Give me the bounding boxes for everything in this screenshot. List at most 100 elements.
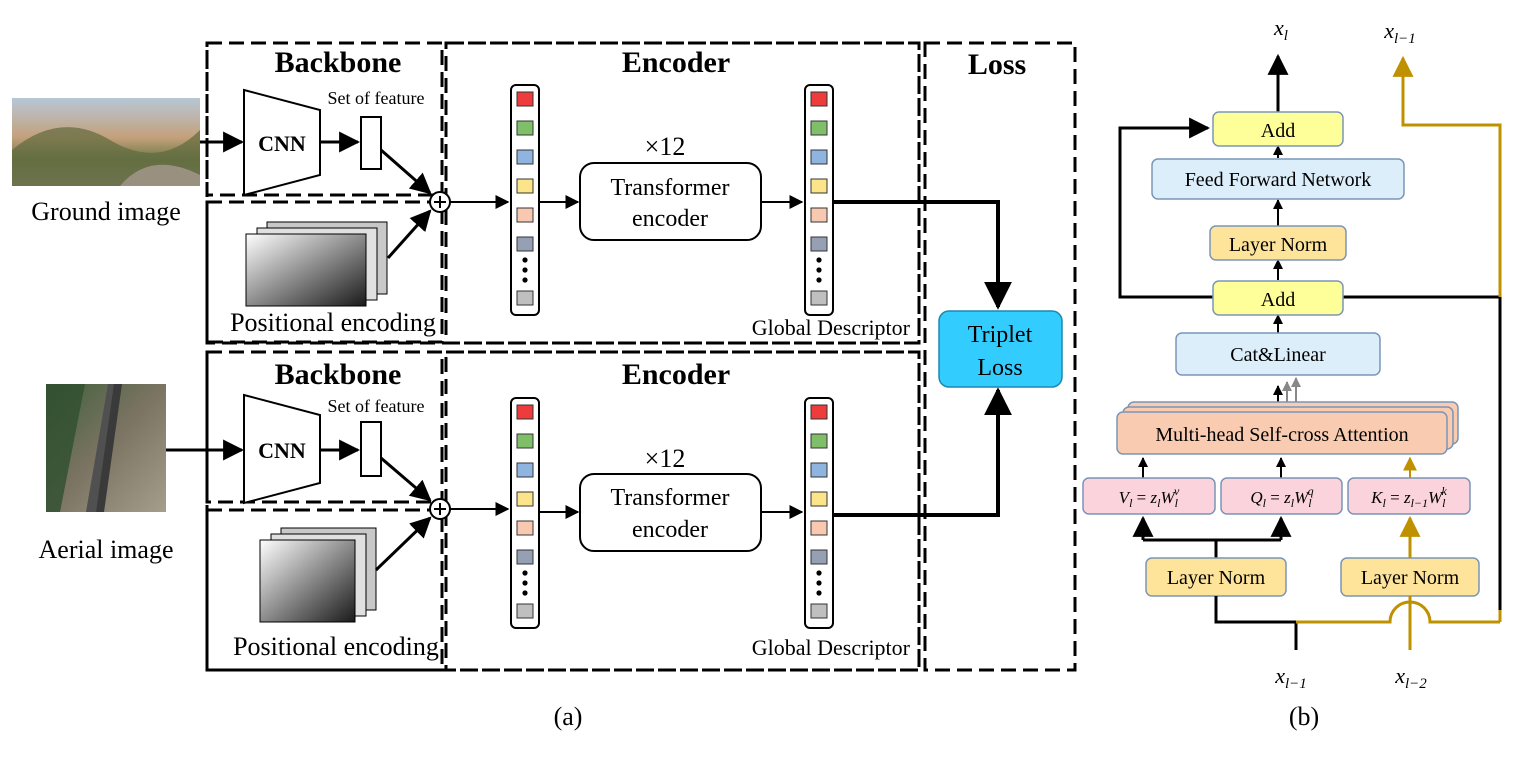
backbone-title-2: Backbone xyxy=(275,358,402,391)
token-square xyxy=(810,491,828,507)
descriptor-squares-1 xyxy=(810,91,828,306)
aerial-stream: Backbone Encoder Aerial image CNN Set of… xyxy=(39,350,1012,672)
loss-title: Loss xyxy=(968,48,1026,81)
v-eq-box xyxy=(1082,477,1216,515)
k-eq-label: Kl = zl−1Wlk xyxy=(1370,484,1447,510)
k-eq-box xyxy=(1347,477,1471,515)
transformer-line2-1: encoder xyxy=(632,206,708,232)
token-square xyxy=(516,178,534,194)
cnn-block-2 xyxy=(243,393,321,505)
pe-label-2: Positional encoding xyxy=(233,632,439,661)
token-square xyxy=(516,207,534,223)
triplet-line2: Loss xyxy=(977,355,1022,381)
token-squares-2 xyxy=(516,404,534,619)
token-square xyxy=(516,603,534,619)
transformer-line2-2: encoder xyxy=(632,517,708,543)
add-top-box xyxy=(1212,111,1344,147)
token-square xyxy=(516,520,534,536)
mhsa-label: Multi-head Self-cross Attention xyxy=(1155,424,1408,446)
descriptor-squares-2 xyxy=(810,404,828,619)
input-side-label: xl−2 xyxy=(1394,663,1427,692)
triplet-line1: Triplet xyxy=(968,322,1033,348)
norm-top-box xyxy=(1209,225,1347,261)
triplet-loss-box xyxy=(938,310,1063,388)
q-eq-box xyxy=(1220,477,1343,515)
token-squares-1 xyxy=(516,91,534,306)
pe-label-1: Positional encoding xyxy=(230,308,436,337)
repeat-label-1: ×12 xyxy=(645,132,686,161)
v-eq-label: Vl = zlWlv xyxy=(1119,484,1180,510)
feature-rect-2 xyxy=(360,421,382,477)
add-mid-box xyxy=(1212,280,1344,316)
transformer-line1-1: Transformer xyxy=(610,175,729,201)
feature-label-1: Set of feature xyxy=(328,88,425,108)
add-mid-label: Add xyxy=(1261,289,1295,311)
token-square xyxy=(516,549,534,565)
pe-stack-2 xyxy=(259,527,377,623)
token-column-1 xyxy=(510,84,540,316)
descriptor-label-1: Global Descriptor xyxy=(752,315,911,340)
ffn-label: Feed Forward Network xyxy=(1185,169,1372,191)
repeat-label-2: ×12 xyxy=(645,444,686,473)
token-square xyxy=(516,462,534,478)
token-square xyxy=(516,433,534,449)
input-main-label: xl−1 xyxy=(1274,663,1307,692)
loss-section: Loss Triplet Loss xyxy=(923,41,1077,672)
token-square xyxy=(810,149,828,165)
token-square xyxy=(516,404,534,420)
ground-stream: Backbone Encoder Ground image CNN Set of… xyxy=(12,41,1012,345)
token-square xyxy=(516,236,534,252)
token-square xyxy=(810,549,828,565)
sum-node-2 xyxy=(429,498,451,520)
cnn-label-1: CNN xyxy=(258,131,306,156)
positional-box-2 xyxy=(205,508,444,672)
token-square xyxy=(516,491,534,507)
token-square xyxy=(810,120,828,136)
cat-linear-box xyxy=(1175,332,1381,376)
panel-b: xl xl−1 Add Feed Forward Network Layer N… xyxy=(1082,15,1502,731)
token-square xyxy=(810,236,828,252)
token-square xyxy=(516,149,534,165)
token-square xyxy=(810,207,828,223)
cnn-block-1 xyxy=(243,88,321,197)
token-square xyxy=(810,178,828,194)
feature-rect-1 xyxy=(360,116,382,170)
output-side-label: xl−1 xyxy=(1383,18,1416,47)
ground-image-label: Ground image xyxy=(31,197,180,226)
norm-top-label: Layer Norm xyxy=(1229,234,1328,256)
descriptor-label-2: Global Descriptor xyxy=(752,635,911,660)
sum-node-1 xyxy=(429,191,451,213)
encoder-title-1: Encoder xyxy=(622,46,730,79)
norm-right-label: Layer Norm xyxy=(1361,567,1460,589)
token-square xyxy=(810,91,828,107)
aerial-image xyxy=(46,384,166,512)
token-square xyxy=(810,404,828,420)
add-top-label: Add xyxy=(1261,120,1295,142)
ffn-box xyxy=(1151,158,1405,200)
token-square xyxy=(810,462,828,478)
loss-box xyxy=(923,41,1077,672)
cnn-label-2: CNN xyxy=(258,438,306,463)
norm-left-label: Layer Norm xyxy=(1167,567,1266,589)
token-square xyxy=(810,290,828,306)
aerial-image-label: Aerial image xyxy=(39,535,174,564)
backbone-title-1: Backbone xyxy=(275,46,402,79)
caption-b: (b) xyxy=(1289,702,1319,731)
token-square xyxy=(516,120,534,136)
token-square xyxy=(810,433,828,449)
feature-label-2: Set of feature xyxy=(328,396,425,416)
pe-stack-1 xyxy=(245,221,388,307)
cat-linear-label: Cat&Linear xyxy=(1230,344,1326,366)
encoder-title-2: Encoder xyxy=(622,358,730,391)
token-square xyxy=(810,520,828,536)
ground-image xyxy=(12,98,200,186)
output-main-label: xl xyxy=(1273,15,1288,44)
q-eq-label: Ql = zlWlq xyxy=(1250,484,1313,510)
token-square xyxy=(516,290,534,306)
token-square xyxy=(516,91,534,107)
mhsa-box xyxy=(1116,411,1448,455)
caption-a: (a) xyxy=(554,702,583,731)
token-square xyxy=(810,603,828,619)
